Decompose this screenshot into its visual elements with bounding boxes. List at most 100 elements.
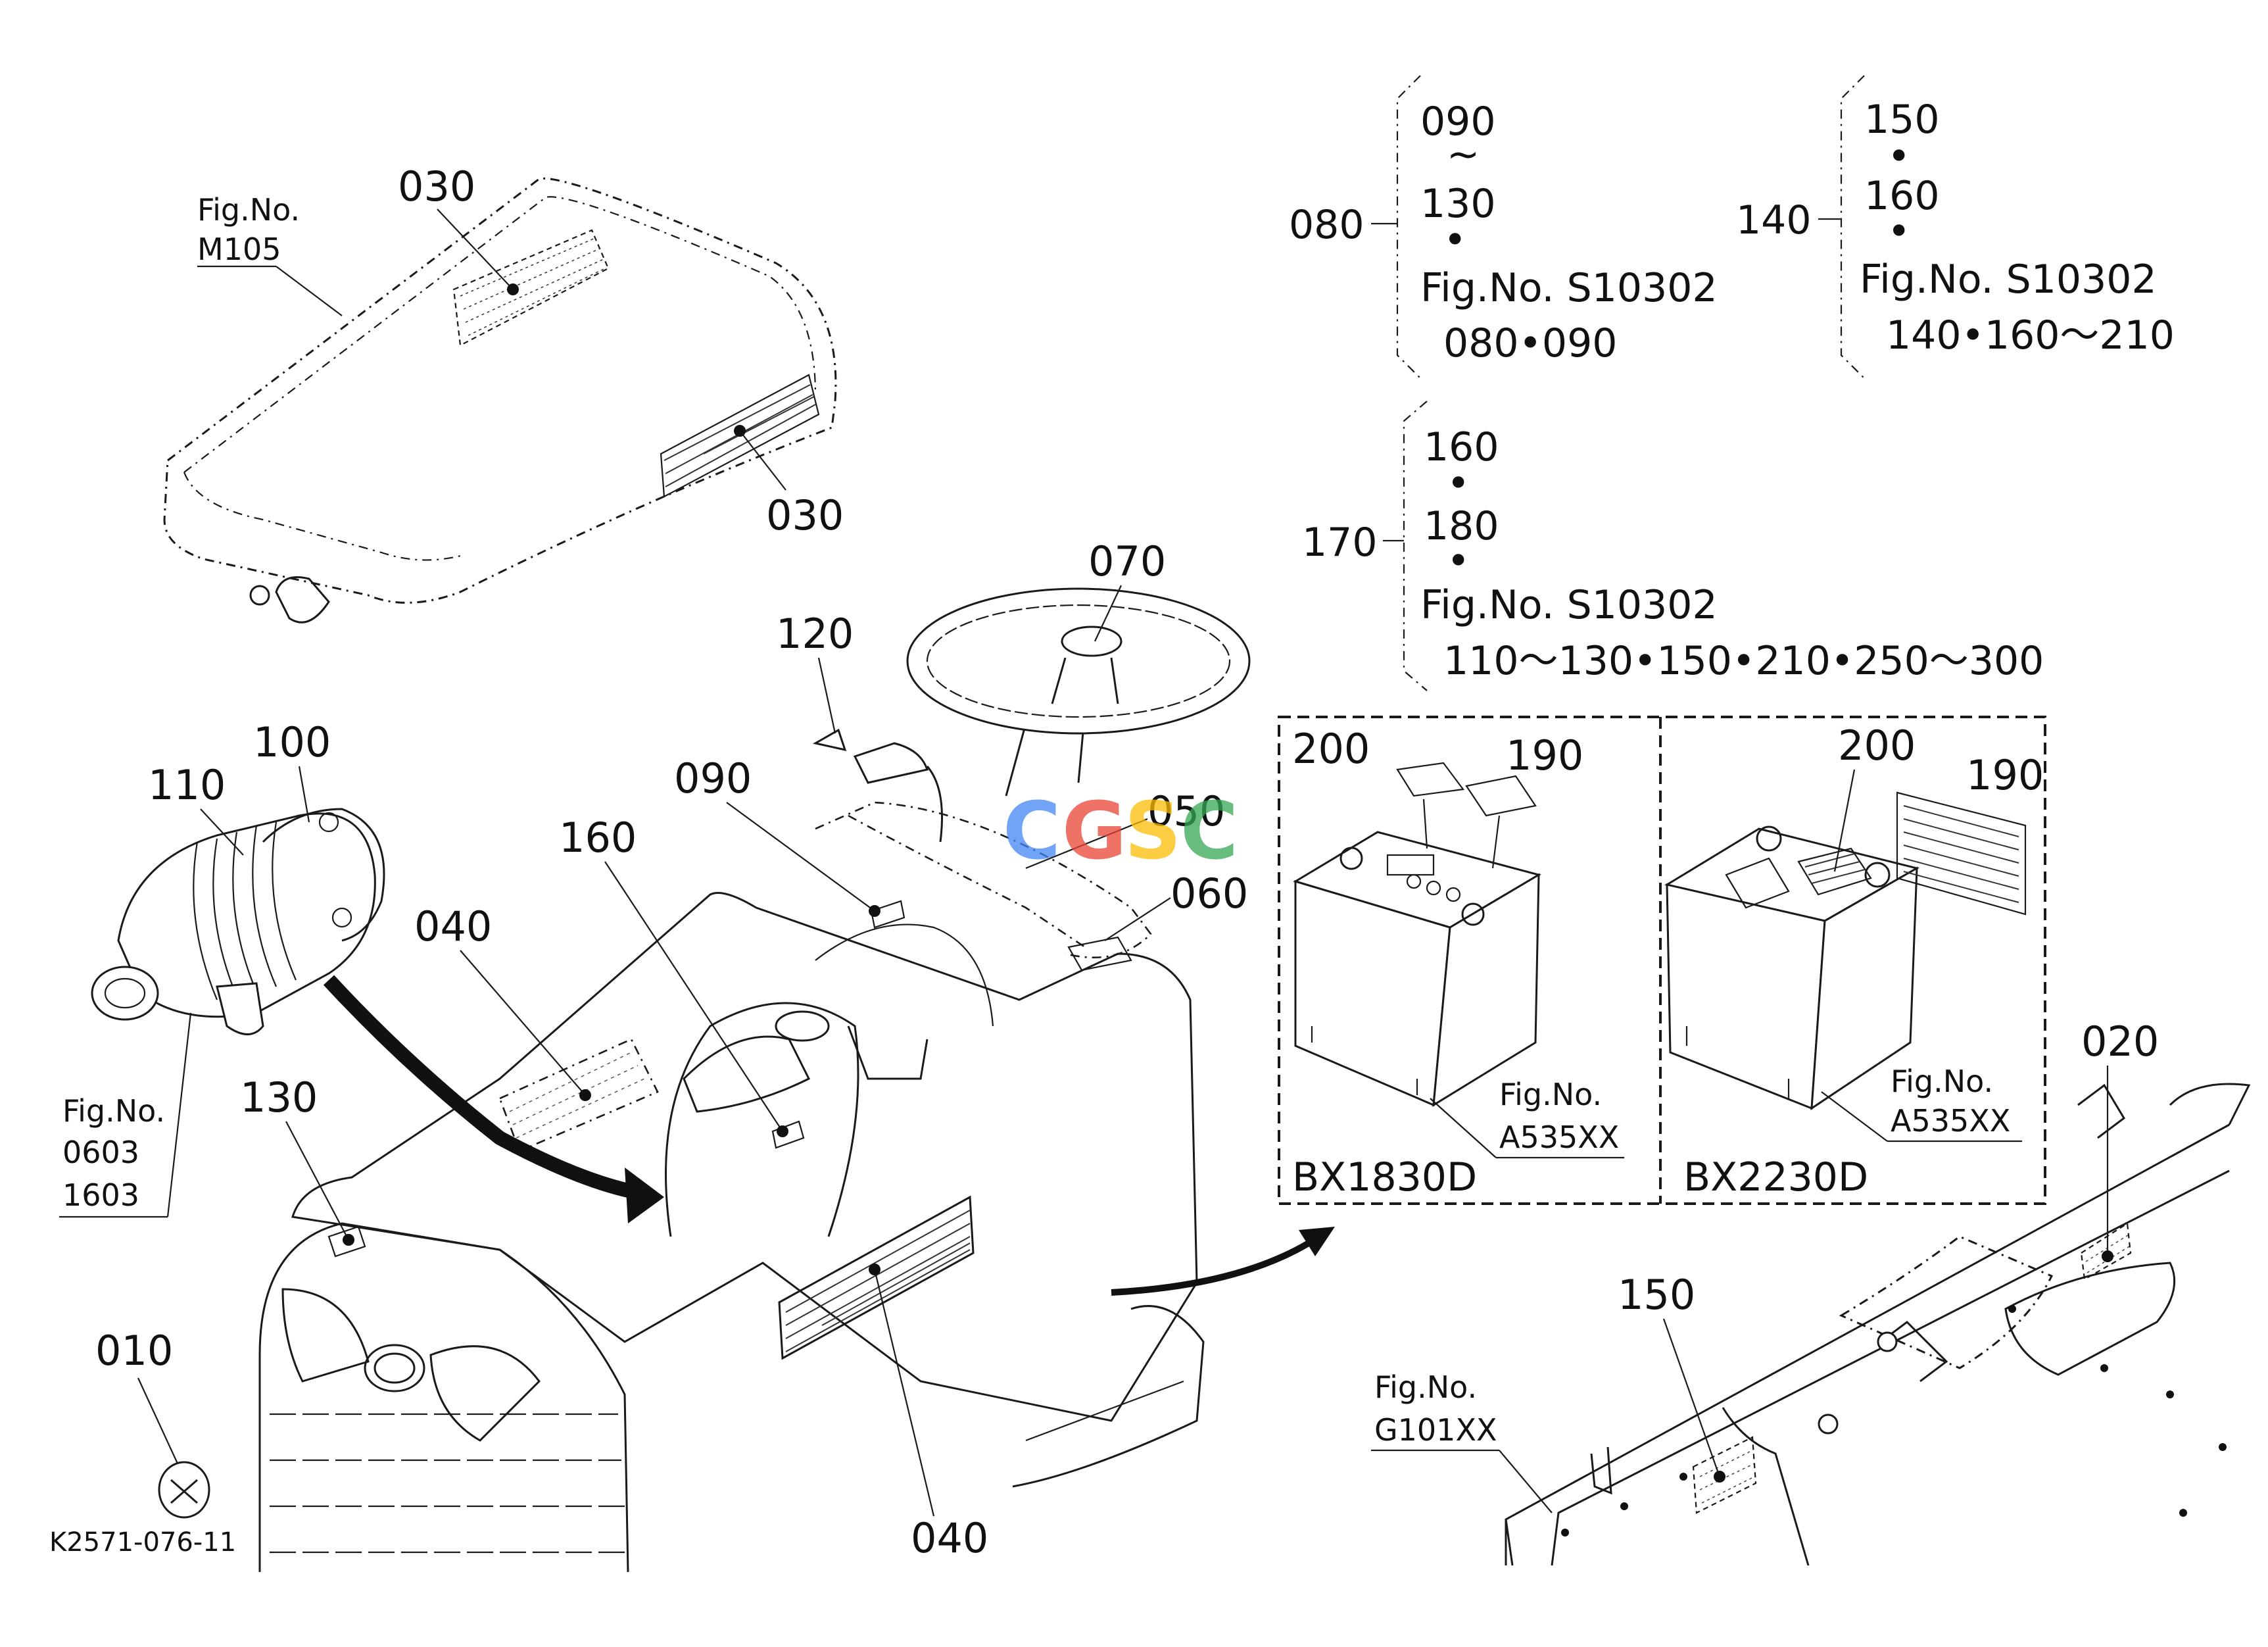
callout-110: 110 bbox=[148, 761, 226, 809]
group-170-dot2: • bbox=[1447, 538, 1470, 584]
callout-040-upper: 040 bbox=[414, 902, 492, 950]
callout-040-lower: 040 bbox=[911, 1514, 988, 1562]
group-140-dot2: • bbox=[1887, 209, 1910, 255]
group-140-dot1: • bbox=[1887, 134, 1910, 180]
leader-150 bbox=[1662, 1318, 1721, 1477]
watermark-logo: C G S C bbox=[1003, 786, 1238, 877]
leader-100 bbox=[298, 766, 310, 823]
group-080-dot: • bbox=[1443, 217, 1466, 263]
leader-dot-040-upper bbox=[579, 1089, 591, 1101]
callout-150: 150 bbox=[1618, 1271, 1695, 1319]
watermark-letter-3: S bbox=[1124, 786, 1181, 877]
leader-frame-fig-2 bbox=[1499, 1450, 1553, 1513]
fig-number-frame: G101XX bbox=[1374, 1412, 1497, 1448]
frame-illustration bbox=[1505, 1083, 2251, 1566]
group-key-080: 080 bbox=[1289, 202, 1364, 248]
watermark-letter-2: G bbox=[1062, 786, 1127, 877]
fig-label-battery-b: Fig.No. bbox=[1891, 1064, 1993, 1099]
leader-dot-030-top bbox=[507, 283, 519, 295]
diagram-id: K2571-076-11 bbox=[49, 1527, 236, 1558]
leader-050 bbox=[1025, 818, 1148, 870]
leader-190-left bbox=[1491, 815, 1501, 869]
leader-air-cleaner-fig-2 bbox=[166, 1012, 192, 1217]
leader-dot-040-lower bbox=[869, 1264, 881, 1275]
callout-030-side: 030 bbox=[766, 491, 844, 539]
emblem-illustration bbox=[158, 1461, 210, 1519]
group-170-line1: 160 bbox=[1424, 424, 1499, 470]
arrow-head-air-cleaner bbox=[625, 1168, 664, 1223]
fig-number-battery-b: A535XX bbox=[1891, 1103, 2010, 1139]
callout-200-left: 200 bbox=[1292, 725, 1370, 773]
leader-070 bbox=[1094, 585, 1122, 642]
decal-190-left bbox=[1465, 775, 1537, 817]
callout-030-top: 030 bbox=[398, 162, 475, 210]
decal-190-right bbox=[1896, 791, 2027, 916]
leader-dot-130 bbox=[343, 1234, 354, 1246]
group-170-line2: 180 bbox=[1424, 503, 1499, 549]
group-170-dot1: • bbox=[1447, 460, 1470, 506]
fig-label-battery-a: Fig.No. bbox=[1499, 1077, 1602, 1112]
callout-200-right: 200 bbox=[1838, 722, 1916, 770]
battery-panel: 200 190 Fig.No. A535XX BX1830D 200 190 F… bbox=[1278, 716, 2046, 1205]
callout-050: 050 bbox=[1147, 787, 1225, 835]
leader-battery-b-2 bbox=[1821, 1091, 1888, 1142]
watermark-letter-4: C bbox=[1180, 786, 1238, 877]
group-140-fig: Fig.No. S10302 bbox=[1860, 257, 2157, 303]
leader-040-lower bbox=[873, 1269, 935, 1517]
leader-dot-160 bbox=[777, 1125, 788, 1137]
leader-090 bbox=[726, 802, 875, 912]
callout-090: 090 bbox=[674, 754, 752, 802]
leader-030-side bbox=[739, 430, 786, 491]
group-key-140: 140 bbox=[1736, 197, 1812, 243]
callout-020: 020 bbox=[2081, 1018, 2159, 1066]
leader-060 bbox=[1104, 897, 1171, 941]
leader-160 bbox=[604, 861, 783, 1132]
leader-030-top bbox=[437, 209, 514, 290]
bracket-170 bbox=[1403, 401, 1428, 691]
callout-070: 070 bbox=[1088, 537, 1166, 585]
curved-arrow-air-cleaner bbox=[323, 975, 646, 1201]
group-key-170: 170 bbox=[1302, 520, 1378, 566]
leader-battery-a-2 bbox=[1430, 1098, 1497, 1158]
leader-dot-020 bbox=[2102, 1250, 2113, 1262]
group-080-fig: Fig.No. S10302 bbox=[1420, 265, 1718, 311]
callout-100: 100 bbox=[253, 718, 331, 766]
callout-060: 060 bbox=[1170, 870, 1248, 918]
tractor-illustration bbox=[258, 587, 1251, 1573]
callout-130: 130 bbox=[240, 1073, 318, 1121]
leader-dot-030-side bbox=[734, 425, 746, 437]
fig-line1-air-cleaner: 0603 bbox=[62, 1135, 139, 1170]
callout-190-left: 190 bbox=[1506, 731, 1583, 779]
leader-dot-090 bbox=[869, 905, 881, 917]
fig-label-air-cleaner: Fig.No. bbox=[62, 1093, 165, 1129]
leader-130 bbox=[285, 1121, 349, 1241]
fig-label-hood: Fig.No. bbox=[197, 192, 300, 228]
air-cleaner-illustration bbox=[91, 808, 385, 1035]
fig-number-battery-a: A535XX bbox=[1499, 1119, 1619, 1155]
curved-arrow-battery bbox=[1111, 1240, 1311, 1296]
group-080-list: 080•090 bbox=[1443, 320, 1617, 366]
fig-label-frame: Fig.No. bbox=[1374, 1369, 1477, 1405]
callout-120: 120 bbox=[776, 610, 854, 658]
bracket-080 bbox=[1396, 75, 1421, 379]
group-170-list: 110～130•150•210•250～300 bbox=[1443, 638, 2044, 684]
leader-200-left bbox=[1422, 799, 1428, 849]
leader-dot-150 bbox=[1714, 1471, 1725, 1483]
group-170-fig: Fig.No. S10302 bbox=[1420, 582, 1718, 628]
leader-040-upper bbox=[460, 950, 586, 1096]
leader-110 bbox=[200, 808, 244, 856]
bracket-140 bbox=[1840, 75, 1865, 379]
decal-200-right bbox=[1797, 847, 1872, 896]
arrow-head-battery bbox=[1299, 1227, 1335, 1256]
group-140-line2: 160 bbox=[1864, 173, 1940, 219]
leader-120 bbox=[817, 657, 836, 734]
model-label-right: BX2230D bbox=[1683, 1154, 1868, 1200]
group-140: 140 150 • 160 • Fig.No. S10302 140•160～2… bbox=[1736, 75, 2175, 379]
group-080: 080 090 ~ 130 • Fig.No. S10302 080•090 bbox=[1289, 75, 1718, 379]
group-140-line1: 150 bbox=[1864, 97, 1940, 143]
callout-160: 160 bbox=[559, 814, 637, 862]
leader-hood-fig-2 bbox=[276, 266, 343, 316]
callout-010: 010 bbox=[95, 1327, 173, 1375]
battery-bx1830d bbox=[1293, 762, 1541, 1107]
